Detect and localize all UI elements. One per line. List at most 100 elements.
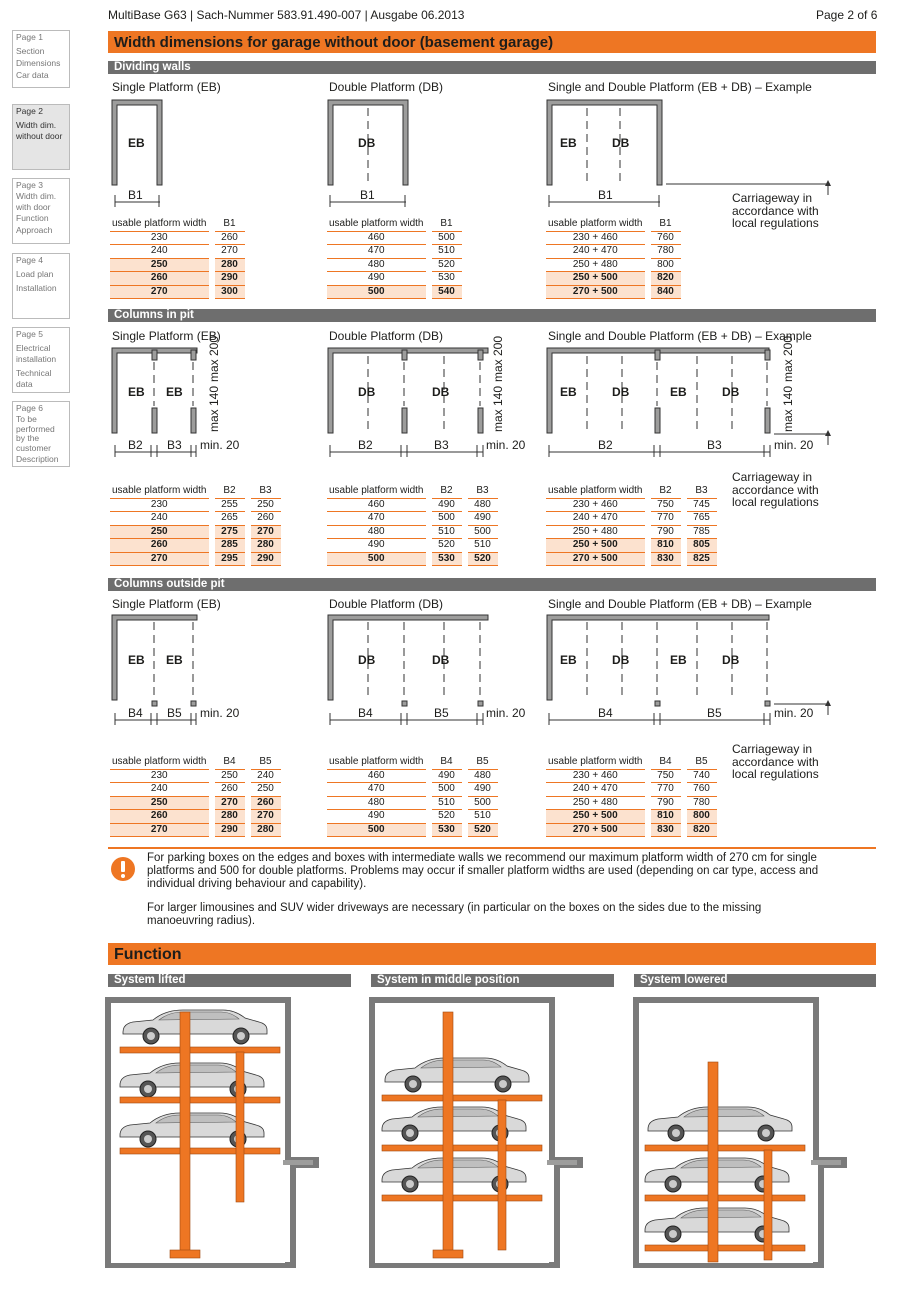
- subheading-combined: Single and Double Platform (EB + DB) – E…: [548, 80, 812, 94]
- panel-heading-middle: System in middle position: [371, 974, 614, 987]
- table-cell: 840: [650, 285, 681, 299]
- nav-page-3[interactable]: Page 3 Width dim. with door Function App…: [12, 178, 70, 244]
- table-cell: 830: [650, 552, 681, 566]
- table-cell: 750: [650, 498, 681, 512]
- table-cell: 540: [431, 285, 462, 299]
- eb-label: EB: [166, 653, 183, 667]
- table-cell: 230: [110, 769, 209, 783]
- subheading-combined: Single and Double Platform (EB + DB) – E…: [548, 597, 812, 611]
- max-140-label: max 140: [207, 386, 221, 432]
- nav-label: Page 2: [16, 106, 43, 116]
- nav-page-6[interactable]: Page 6 To be performed by the customer D…: [12, 401, 70, 467]
- section-heading-dividing-walls: Dividing walls: [108, 61, 876, 74]
- table-cell: 250 + 480: [546, 525, 645, 539]
- table-cell: 250: [110, 796, 209, 810]
- carriageway-note: Carriageway in accordance with local reg…: [732, 191, 819, 230]
- nav-page-1[interactable]: Page 1 Section Dimensions Car data: [12, 30, 70, 88]
- table-cell: 250: [250, 498, 281, 512]
- subheading-double: Double Platform (DB): [329, 597, 444, 611]
- table-cell: 240 + 470: [546, 244, 645, 259]
- eb-label: EB: [128, 385, 145, 399]
- table-cell: 770: [650, 511, 681, 526]
- table-cell: 480: [327, 796, 426, 810]
- table-cell: 480: [467, 498, 498, 512]
- table-header-cell: B4: [431, 756, 462, 770]
- table-cell: 765: [686, 511, 717, 526]
- table-cell: 250 + 480: [546, 258, 645, 272]
- table-cell: 280: [214, 258, 245, 272]
- table-cell: 250: [214, 769, 245, 783]
- table-header-cell: usable platform width: [546, 485, 645, 499]
- carriageway-note: Carriageway in accordance with local reg…: [732, 470, 819, 509]
- table-cell: 740: [686, 769, 717, 783]
- min-20-label: min. 20: [486, 438, 526, 452]
- db-label: DB: [722, 653, 740, 667]
- table-cell: 270: [214, 796, 245, 810]
- nav-label: Electrical installation: [16, 343, 57, 364]
- table-cell: 260: [110, 809, 209, 824]
- table-header-cell: B1: [214, 218, 245, 232]
- nav-page-4[interactable]: Page 4 Load plan Installation: [12, 253, 70, 319]
- page-number: Page 2 of 6: [816, 8, 878, 22]
- b4-label: B4: [128, 706, 143, 720]
- b2-label: B2: [358, 438, 373, 452]
- table-cell: 500: [431, 231, 462, 245]
- table-cell: 260: [250, 796, 281, 810]
- table-cell: 250: [110, 525, 209, 539]
- nav-label: Description: [16, 454, 59, 464]
- table-cell: 290: [214, 271, 245, 286]
- table-cell: 745: [686, 498, 717, 512]
- table-cell: 280: [214, 809, 245, 824]
- table-cell: 260: [110, 271, 209, 286]
- table-row: 260 280 270: [110, 809, 281, 824]
- nav-page-5[interactable]: Page 5 Electrical installation Technical…: [12, 327, 70, 393]
- table-cell: 270: [110, 823, 209, 837]
- nav-label: Technical data: [16, 368, 52, 389]
- table-header-cell: usable platform width: [327, 218, 426, 232]
- b3-label: B3: [707, 438, 722, 452]
- table-cell: 240: [110, 511, 209, 526]
- table-cell: 490: [327, 809, 426, 824]
- nav-page-2[interactable]: Page 2 Width dim. without door: [12, 104, 70, 170]
- max-200-label: max 200: [207, 336, 221, 382]
- min-20-label: min. 20: [774, 706, 814, 720]
- table-cell: 800: [650, 258, 681, 272]
- min-20-label: min. 20: [774, 438, 814, 452]
- table-cell: 520: [431, 809, 462, 824]
- table-cell: 260: [110, 538, 209, 553]
- table-cell: 470: [327, 244, 426, 259]
- table-cell: 800: [686, 809, 717, 824]
- table-cell: 510: [431, 525, 462, 539]
- function-heading: Function: [108, 943, 876, 965]
- table-cell: 820: [686, 823, 717, 837]
- table-cell: 270: [250, 809, 281, 824]
- table-cell: 260: [250, 511, 281, 526]
- table-cell: 250 + 480: [546, 796, 645, 810]
- table-cell: 790: [650, 796, 681, 810]
- table-header-cell: B5: [467, 756, 498, 770]
- table-header-cell: B2: [214, 485, 245, 499]
- table-cell: 255: [214, 498, 245, 512]
